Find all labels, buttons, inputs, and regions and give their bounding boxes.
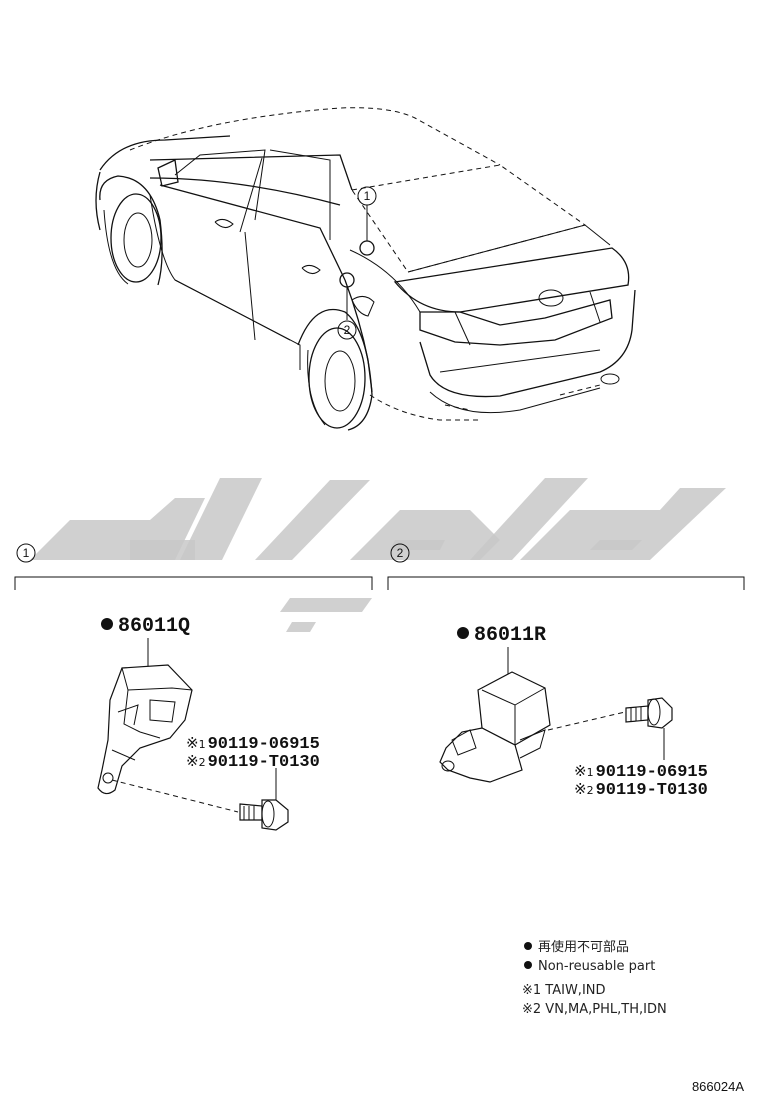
legend-note-1: ※1 TAIW,IND <box>522 983 606 998</box>
right-part-label: 86011R <box>457 624 546 647</box>
legend-line-2: Non-reusable part <box>538 959 655 974</box>
car-illustration <box>95 107 636 431</box>
car-callout-1: 1 <box>357 186 377 206</box>
car-callout-2: 2 <box>337 320 357 340</box>
left-sensor-bracket <box>97 664 193 795</box>
legend: 再使用不可部品 Non-reusable part ※1 TAIW,IND ※2… <box>522 939 667 1017</box>
right-part-number: 86011R <box>474 624 546 647</box>
section-1-header: 1 <box>14 543 373 590</box>
reference-mark-icon: ※ <box>574 762 587 780</box>
legend-line-1: 再使用不可部品 <box>538 939 629 955</box>
right-sensor-unit <box>439 671 551 783</box>
reference-mark-icon: ※ <box>186 734 199 752</box>
legend-note-2: ※2 VN,MA,PHL,TH,IDN <box>522 1002 667 1017</box>
car-callout-2-label: 2 <box>344 323 351 337</box>
filled-circle-icon <box>524 961 532 969</box>
section-1-label: 1 <box>23 546 30 560</box>
diagram-id: 866024A <box>692 1079 744 1094</box>
watermark-logo <box>30 478 726 632</box>
right-bolt <box>625 697 673 729</box>
car-callout-1-label: 1 <box>364 189 371 203</box>
left-part-label: 86011Q <box>101 615 190 638</box>
non-reusable-bullet-icon <box>101 618 113 630</box>
section-2-label: 2 <box>397 546 404 560</box>
non-reusable-bullet-icon <box>457 627 469 639</box>
left-part-number: 86011Q <box>118 615 190 638</box>
filled-circle-icon <box>524 942 532 950</box>
left-bolt <box>239 799 289 831</box>
section-2-header: 2 <box>387 543 745 590</box>
reference-mark-icon: ※ <box>574 780 587 798</box>
reference-mark-icon: ※ <box>186 752 199 770</box>
